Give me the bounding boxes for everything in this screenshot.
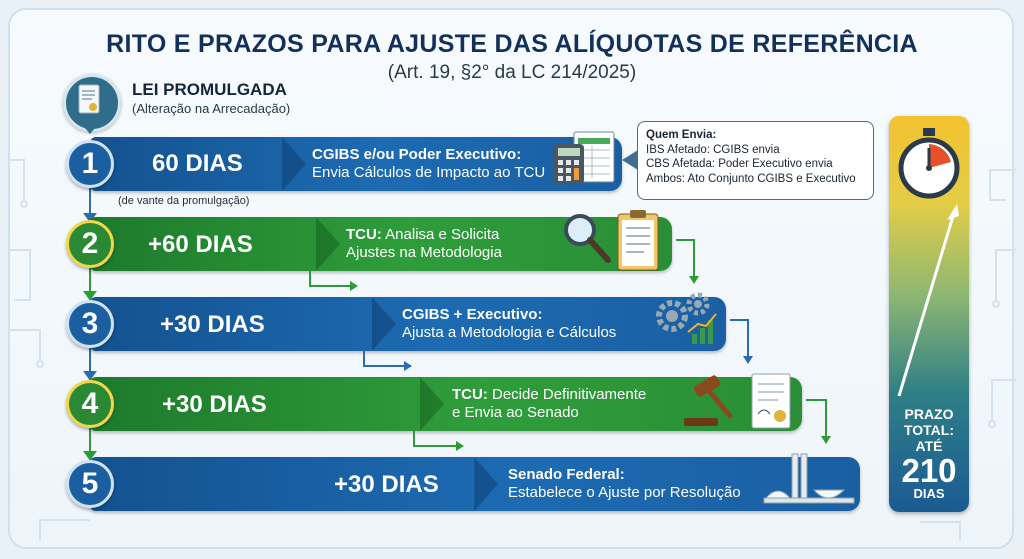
step-1-note: (de vante da promulgação) [118, 195, 250, 207]
step-1-chevron [282, 137, 306, 191]
step-5-actor: Senado Federal: [508, 466, 625, 483]
step-2-actor-rest: Analisa e Solicita [381, 226, 500, 243]
step-4-actor: TCU: [452, 386, 488, 403]
step-4-days: +30 DIAS [162, 391, 267, 418]
who-sends-line-2: CBS Afetada: Poder Executivo envia [646, 158, 833, 170]
step-4-chevron [420, 377, 444, 431]
prazo-total-unit: DIAS [913, 486, 945, 501]
step-5-chevron [474, 457, 498, 511]
step-3-chevron [372, 297, 396, 351]
calculator-spreadsheet-icon [552, 130, 618, 191]
who-sends-box: Quem Envia: IBS Afetado: CGIBS envia CBS… [637, 121, 874, 200]
step-1-number: 1 [66, 140, 114, 188]
prazo-total-graphics [897, 128, 960, 397]
step-4-actor-rest: Decide Definitivamente [487, 386, 647, 403]
stopwatch-icon [898, 128, 960, 199]
step-3-number: 3 [66, 300, 114, 348]
step-1-days: 60 DIAS [152, 150, 243, 177]
prazo-total-label-line-1: PRAZO [904, 406, 954, 422]
who-sends-title: Quem Envia: [646, 129, 717, 141]
left-connector-arrows [83, 188, 97, 461]
lei-subtitle: (Alteração na Arrecadação) [132, 101, 291, 116]
step-3-text: CGIBS + Executivo: Ajusta a Metodologia … [402, 306, 616, 342]
who-sends-line-3: Ambos: Ato Conjunto CGIBS e Executivo [646, 172, 856, 185]
law-pin [80, 122, 100, 134]
magnifier-clipboard-icon [560, 208, 664, 279]
step-2-chevron [316, 217, 340, 271]
step-5-text: Senado Federal: Estabelece o Ajuste por … [508, 466, 741, 502]
step-2-action: Ajustes na Metodologia [346, 244, 502, 261]
gears-chart-icon [654, 292, 720, 353]
step-1-actor: CGIBS e/ou Poder Executivo: [312, 146, 522, 163]
step-2-number: 2 [66, 220, 114, 268]
prazo-total-value: 210 [901, 452, 957, 489]
prazo-total-label-line-3: ATÉ [915, 438, 943, 454]
page-subtitle: (Art. 19, §2° da LC 214/2025) [387, 62, 637, 83]
page-title: RITO E PRAZOS PARA AJUSTE DAS ALÍQUOTAS … [106, 30, 918, 58]
step-2-days: +60 DIAS [148, 231, 253, 258]
step-5-days: +30 DIAS [334, 471, 439, 498]
step-4-text: TCU: Decide Definitivamente e Envia ao S… [452, 386, 646, 422]
step-1-action: Envia Cálculos de Impacto ao TCU [312, 164, 546, 181]
prazo-total-label: PRAZO TOTAL: ATÉ [889, 406, 969, 454]
step-2-text: TCU: Analisa e Solicita Ajustes na Metod… [346, 226, 502, 262]
step-1-text: CGIBS e/ou Poder Executivo: Envia Cálcul… [312, 146, 545, 182]
step-1-band [90, 137, 622, 191]
prazo-total-label-line-2: TOTAL: [903, 422, 955, 438]
who-box-pointer [622, 150, 638, 170]
who-sends-line-1: IBS Afetado: CGIBS envia [646, 143, 780, 156]
step-2-actor: TCU: [346, 226, 382, 243]
lei-title: LEI PROMULGADA [132, 80, 287, 99]
step-4-action: e Envia ao Senado [452, 404, 579, 421]
step-3-band [90, 297, 726, 351]
step-3-action: Ajusta a Metodologia e Cálculos [402, 324, 617, 341]
step-3-actor: CGIBS + Executivo: [402, 306, 543, 323]
congress-building-icon [762, 450, 858, 513]
step-5-number: 5 [66, 460, 114, 508]
step-4-band [90, 377, 802, 431]
gavel-document-icon [676, 370, 796, 441]
step-5-action: Estabelece o Ajuste por Resolução [508, 484, 741, 501]
step-3-days: +30 DIAS [160, 311, 265, 338]
step-4-number: 4 [66, 380, 114, 428]
